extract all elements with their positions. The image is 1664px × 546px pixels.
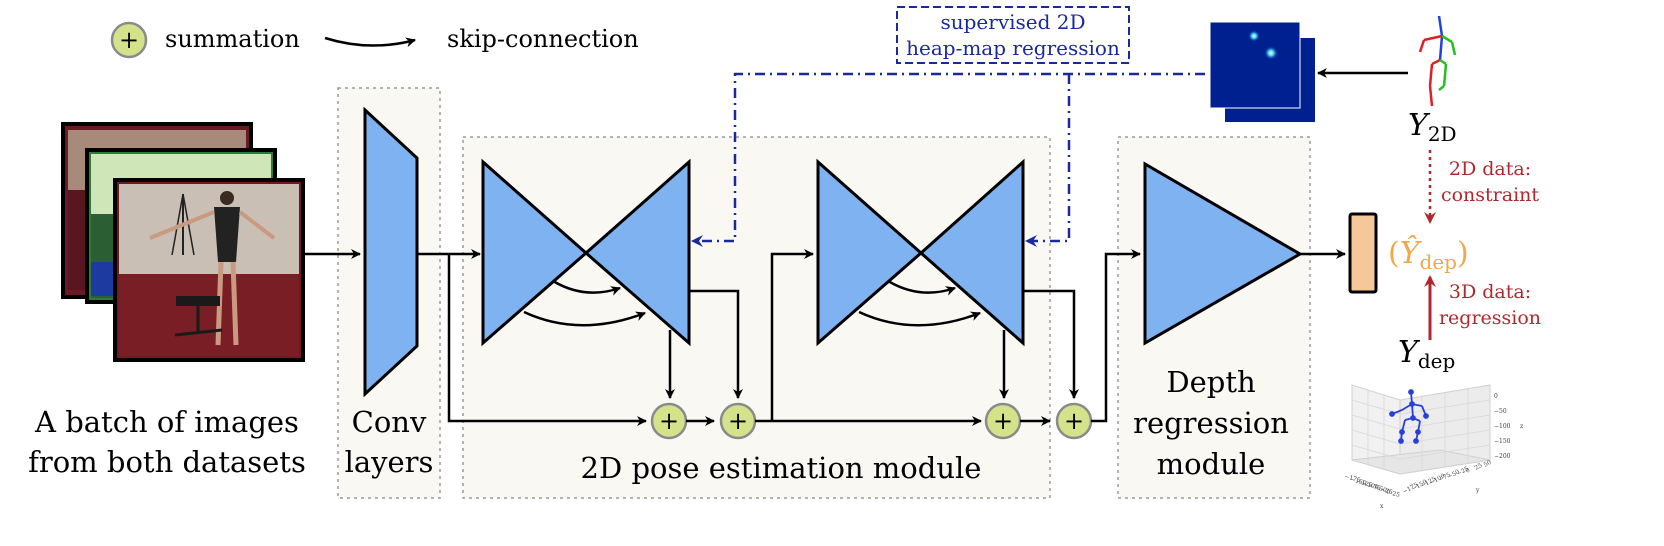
depth-caption-line-3: module (1157, 447, 1266, 481)
z-tick-label: −150 (1494, 438, 1511, 445)
skeleton-2d (1418, 15, 1457, 107)
hourglass-1-decoder (583, 158, 691, 347)
conv-caption-line-1: Conv (352, 405, 427, 439)
z-tick-label: −100 (1494, 423, 1511, 430)
legend: + summation skip-connection (110, 21, 639, 59)
x-tick-label: 0 (1385, 488, 1391, 496)
x-tick-label: 25 (1391, 490, 1400, 499)
depth-caption-line-2: regression (1133, 406, 1289, 440)
legend-skip-connection-icon (324, 36, 416, 48)
x-tick-label: −75 (1367, 482, 1381, 492)
summation-node-2-plus: + (728, 407, 748, 435)
legend-summation-icon-plus: + (119, 26, 139, 54)
legend-skip-connection-label: skip-connection (447, 25, 639, 53)
hourglass-1-skip-long (523, 310, 646, 327)
z-tick-label: −50 (1494, 408, 1507, 415)
hourglass-2-decoder (918, 158, 1025, 347)
plot-3d-floor (1351, 449, 1491, 475)
constraint-label-line-1: 2D data: (1449, 158, 1531, 180)
x-tick-label: −175 (1343, 473, 1361, 484)
skip-line-conv-bottom (447, 254, 647, 426)
legend-summation-icon (110, 21, 148, 59)
x-tick-label: −25 (1379, 486, 1393, 496)
hourglass-1-skip-short (552, 279, 621, 296)
conv-layers-block (363, 106, 419, 398)
y-axis-label: y (1475, 487, 1480, 494)
arrow-hourglass-1-side (689, 289, 743, 399)
constraint-label-line-2: constraint (1441, 184, 1539, 206)
hourglass-2 (816, 158, 1025, 347)
output-vector (1348, 212, 1378, 294)
depth-regression-block (1143, 161, 1303, 346)
pose-module-caption: 2D pose estimation module (581, 451, 982, 485)
skeleton-3d (1389, 389, 1429, 444)
x-tick-label: −125 (1355, 478, 1373, 489)
arrow-sum-4-to-depth (1091, 249, 1141, 423)
x-tick-label: −100 (1361, 480, 1379, 491)
y-tick-label: 50 (1483, 459, 1493, 469)
hourglass-2-encoder (816, 158, 924, 347)
regression-label-line-1: 3D data: (1449, 281, 1531, 303)
supervision-label-line-1: supervised 2D (940, 10, 1085, 34)
summation-node-4-plus: + (1064, 407, 1084, 435)
depth-caption-line-1: Depth (1166, 365, 1255, 399)
plot-3d: 0 −50 −100 −150 −200 z −175 −150 −125 −1… (1343, 384, 1523, 510)
hourglass-2-skip-short (887, 279, 956, 296)
legend-summation-label: summation (165, 25, 300, 53)
y2d-subscript: 2D (1428, 122, 1457, 146)
y-tick-label: 0 (1465, 467, 1472, 475)
person-figure (149, 191, 276, 346)
input-image-stack (61, 122, 305, 362)
z-axis-label: z (1520, 423, 1523, 430)
conv-caption-line-2: layers (345, 445, 434, 479)
pose-module-box (462, 136, 1051, 499)
hourglass-1 (481, 158, 691, 347)
y2d-label: Y2D (1408, 108, 1457, 146)
y-tick-label: 25 (1474, 462, 1484, 472)
ydep-subscript: dep (1418, 349, 1455, 373)
input-caption-line-2: from both datasets (28, 445, 306, 479)
input-caption-line-1: A batch of images (34, 405, 299, 439)
arrow-sum-2-to-hourglass-2 (770, 249, 814, 421)
hourglass-1-encoder (481, 158, 589, 347)
x-axis-label: x (1380, 503, 1384, 510)
ydep-label: Ydep (1398, 335, 1455, 373)
supervision-line-to-hourglass-1 (691, 72, 1205, 247)
x-tick-label: −50 (1373, 484, 1387, 494)
heatmap-stack (1209, 21, 1315, 122)
hourglass-2-skip-long (858, 310, 981, 327)
yhat-dep-subscript: dep (1420, 250, 1457, 274)
supervision-label-box (896, 6, 1130, 64)
summation-node-3-plus: + (993, 407, 1013, 435)
regression-label-line-2: regression (1439, 307, 1541, 329)
yhat-dep-label: (Ŷdep) (1388, 235, 1469, 274)
supervision-label-line-2: heap-map regression (906, 36, 1120, 60)
summation-node-1-plus: + (659, 407, 679, 435)
z-tick-label: 0 (1494, 393, 1498, 400)
x-tick-label: −150 (1349, 476, 1367, 487)
arrow-hourglass-2-side (1023, 289, 1079, 399)
z-tick-label: −200 (1494, 453, 1511, 460)
